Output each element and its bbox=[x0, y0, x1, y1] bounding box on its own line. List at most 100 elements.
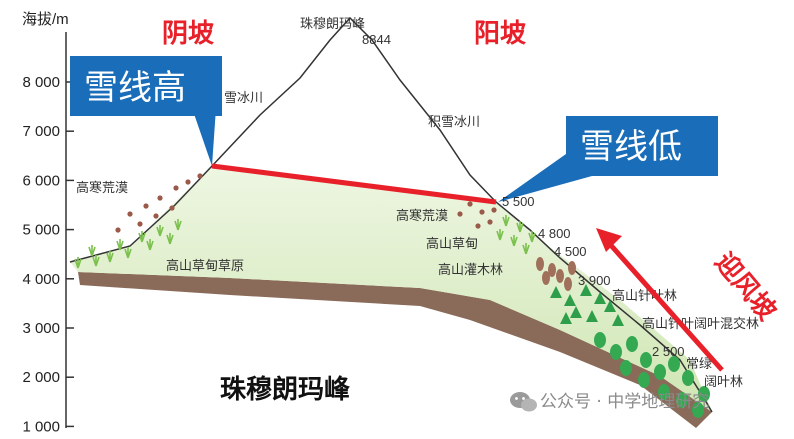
callout-pointer bbox=[192, 108, 216, 166]
snowline-low-callout: 雪线低 bbox=[498, 116, 718, 202]
grass-tuft-icon bbox=[88, 245, 96, 257]
y-axis-tick-label: 3 000 bbox=[22, 320, 60, 337]
wechat-icon bbox=[510, 392, 537, 412]
conifer-tree-icon bbox=[594, 292, 606, 304]
grass-tuft-icon bbox=[510, 235, 518, 247]
y-axis-tick-label: 8 000 bbox=[22, 74, 60, 91]
south-zone-label: 高山针叶林 bbox=[612, 288, 677, 304]
south-zone-label: 高山针叶阔叶混交林 bbox=[642, 316, 759, 332]
grass-tuft-icon bbox=[174, 219, 182, 231]
shrub-icon bbox=[153, 213, 159, 219]
shrub-icon bbox=[157, 195, 163, 201]
broadleaf-tree-icon bbox=[594, 332, 606, 348]
grass-tuft-icon bbox=[166, 233, 174, 245]
shrub-icon bbox=[475, 223, 481, 229]
elevation-label: 4 800 bbox=[538, 226, 571, 241]
shrub-icon bbox=[491, 207, 497, 213]
shrub-icon bbox=[479, 209, 485, 215]
snowline-low-text: 雪线低 bbox=[580, 127, 682, 167]
windward-arrow-head bbox=[596, 228, 622, 252]
mountain-name-title: 珠穆朗玛峰 bbox=[220, 374, 350, 405]
shady-slope-heading: 阴坡 bbox=[162, 19, 214, 49]
shrub-icon bbox=[197, 173, 203, 179]
peak-name-label: 珠穆朗玛峰 bbox=[300, 17, 365, 32]
south-zone-label: 高寒荒漠 bbox=[396, 208, 448, 224]
broadleaf-tree-icon bbox=[682, 370, 694, 386]
broadleaf-tree-icon bbox=[638, 372, 650, 388]
conifer-tree-icon bbox=[564, 294, 576, 306]
shrub-icon bbox=[548, 263, 556, 277]
shrub-markers bbox=[115, 173, 576, 291]
shrub-icon bbox=[487, 219, 493, 225]
shrub-icon bbox=[542, 271, 550, 285]
grass-tuft-icon bbox=[146, 239, 154, 251]
south-zone-label: 高山灌木林 bbox=[438, 262, 503, 278]
mountain-outline bbox=[69, 16, 713, 413]
grass-tuft-icon bbox=[496, 229, 504, 241]
north-glacier-label: 雪冰川 bbox=[224, 91, 263, 106]
broadleaf-tree-icon bbox=[610, 344, 622, 360]
broadleaf-tree-icon bbox=[626, 336, 638, 352]
windward-slope-heading: 迎风坡 bbox=[709, 247, 783, 327]
land-body bbox=[70, 166, 712, 412]
y-axis-tick-label: 7 000 bbox=[22, 123, 60, 140]
grass-tuft-icon bbox=[124, 247, 132, 259]
grass-tuft-icon bbox=[156, 225, 164, 237]
south-zone-label: 常绿 bbox=[686, 357, 712, 372]
y-axis-tick-label: 6 000 bbox=[22, 172, 60, 189]
elevation-label: 4 500 bbox=[554, 244, 587, 259]
y-axis-tick-label: 5 000 bbox=[22, 222, 60, 239]
watermark-text: 公众号 · 中学地理研究 bbox=[540, 392, 709, 412]
y-axis-tick-label: 2 000 bbox=[22, 369, 60, 386]
shrub-icon bbox=[185, 179, 191, 185]
snowline bbox=[211, 163, 497, 205]
elevation-label: 5 500 bbox=[502, 194, 535, 209]
peak-height-label: 8844 bbox=[362, 32, 391, 47]
conifer-tree-icon bbox=[612, 314, 624, 326]
shrub-icon bbox=[564, 277, 572, 291]
watermark: 公众号 · 中学地理研究 bbox=[510, 392, 709, 412]
y-axis-unit-label: 海拔/m bbox=[22, 11, 69, 28]
shrub-icon bbox=[137, 221, 143, 227]
sunny-slope-heading: 阳坡 bbox=[474, 19, 526, 49]
grass-tuft-icon bbox=[116, 239, 124, 251]
broadleaf-tree-icon bbox=[676, 392, 688, 408]
shrub-icon bbox=[457, 211, 463, 217]
broadleaf-tree-icon bbox=[668, 356, 680, 372]
grass-tuft-icon bbox=[74, 257, 82, 269]
south-zone-label: 阔叶林 bbox=[704, 375, 743, 390]
grass-tuft-icon bbox=[138, 231, 146, 243]
broadleaf-tree-icon bbox=[654, 364, 666, 380]
snowline-high-text: 雪线高 bbox=[84, 68, 186, 108]
shrub-icon bbox=[556, 269, 564, 283]
north-zone-label: 高寒荒漠 bbox=[76, 180, 128, 196]
broadleaf-tree-icon bbox=[692, 402, 704, 418]
grass-tuft-icon bbox=[92, 255, 100, 267]
grass-tuft-icon bbox=[528, 231, 536, 243]
conifer-tree-icon bbox=[550, 286, 562, 298]
shrub-icon bbox=[127, 211, 133, 217]
grass-tuft-icon bbox=[522, 243, 530, 255]
conifer-tree-icon bbox=[586, 310, 598, 322]
grass-markers bbox=[74, 215, 536, 269]
south-glacier-label: 积雪冰川 bbox=[428, 115, 480, 130]
snowline-high-callout: 雪线高 bbox=[70, 56, 222, 166]
conifer-tree-icon bbox=[580, 284, 592, 296]
elevation-label: 3 900 bbox=[578, 273, 611, 288]
callout-box bbox=[70, 56, 222, 116]
grass-tuft-icon bbox=[502, 215, 510, 227]
broadleaf-tree-icon bbox=[698, 386, 710, 402]
north-zone-label: 高山草甸草原 bbox=[166, 258, 244, 274]
broadleaf-tree-icon bbox=[620, 360, 632, 376]
grass-tuft-icon bbox=[106, 251, 114, 263]
shrub-icon bbox=[173, 185, 179, 191]
shrub-icon bbox=[467, 201, 473, 207]
conifer-tree-icon bbox=[604, 300, 616, 312]
grass-tuft-icon bbox=[516, 221, 524, 233]
shrub-icon bbox=[568, 261, 576, 275]
shrub-icon bbox=[536, 257, 544, 271]
